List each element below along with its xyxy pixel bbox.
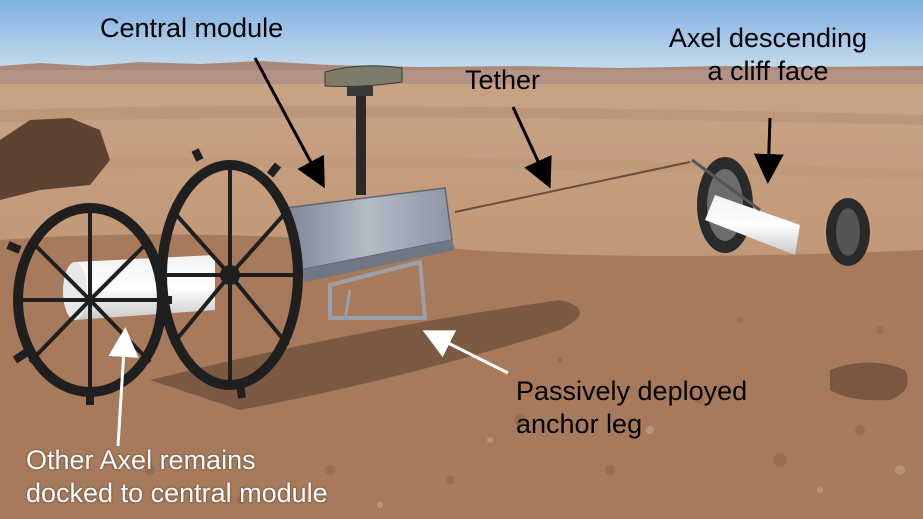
axel-descending-label: Axel descending a cliff face [650, 22, 886, 88]
descending-axel [691, 157, 870, 266]
near-axel-right-wheel [157, 148, 303, 399]
anchor-leg-line-1: Passively deployed [516, 376, 748, 406]
near-axel-cylinder [75, 255, 215, 320]
sky [0, 0, 923, 72]
other-axel-line-1: Other Axel remains [26, 445, 256, 475]
gps-antenna [324, 65, 403, 87]
axel-descending-line-1: Axel descending [668, 23, 868, 53]
anchor-leg-line-2: anchor leg [516, 409, 643, 439]
tether-label: Tether [465, 65, 541, 95]
central-module-label: Central module [100, 13, 284, 43]
tether-line [454, 161, 691, 213]
mast [356, 90, 366, 195]
anchor-leg [328, 259, 428, 320]
other-axel-line-2: docked to central module [26, 478, 328, 508]
axel-descending-line-2: a cliff face [707, 56, 829, 86]
anchor-leg-label: Passively deployed anchor leg [516, 375, 747, 441]
other-axel-label: Other Axel remains docked to central mod… [26, 444, 328, 510]
